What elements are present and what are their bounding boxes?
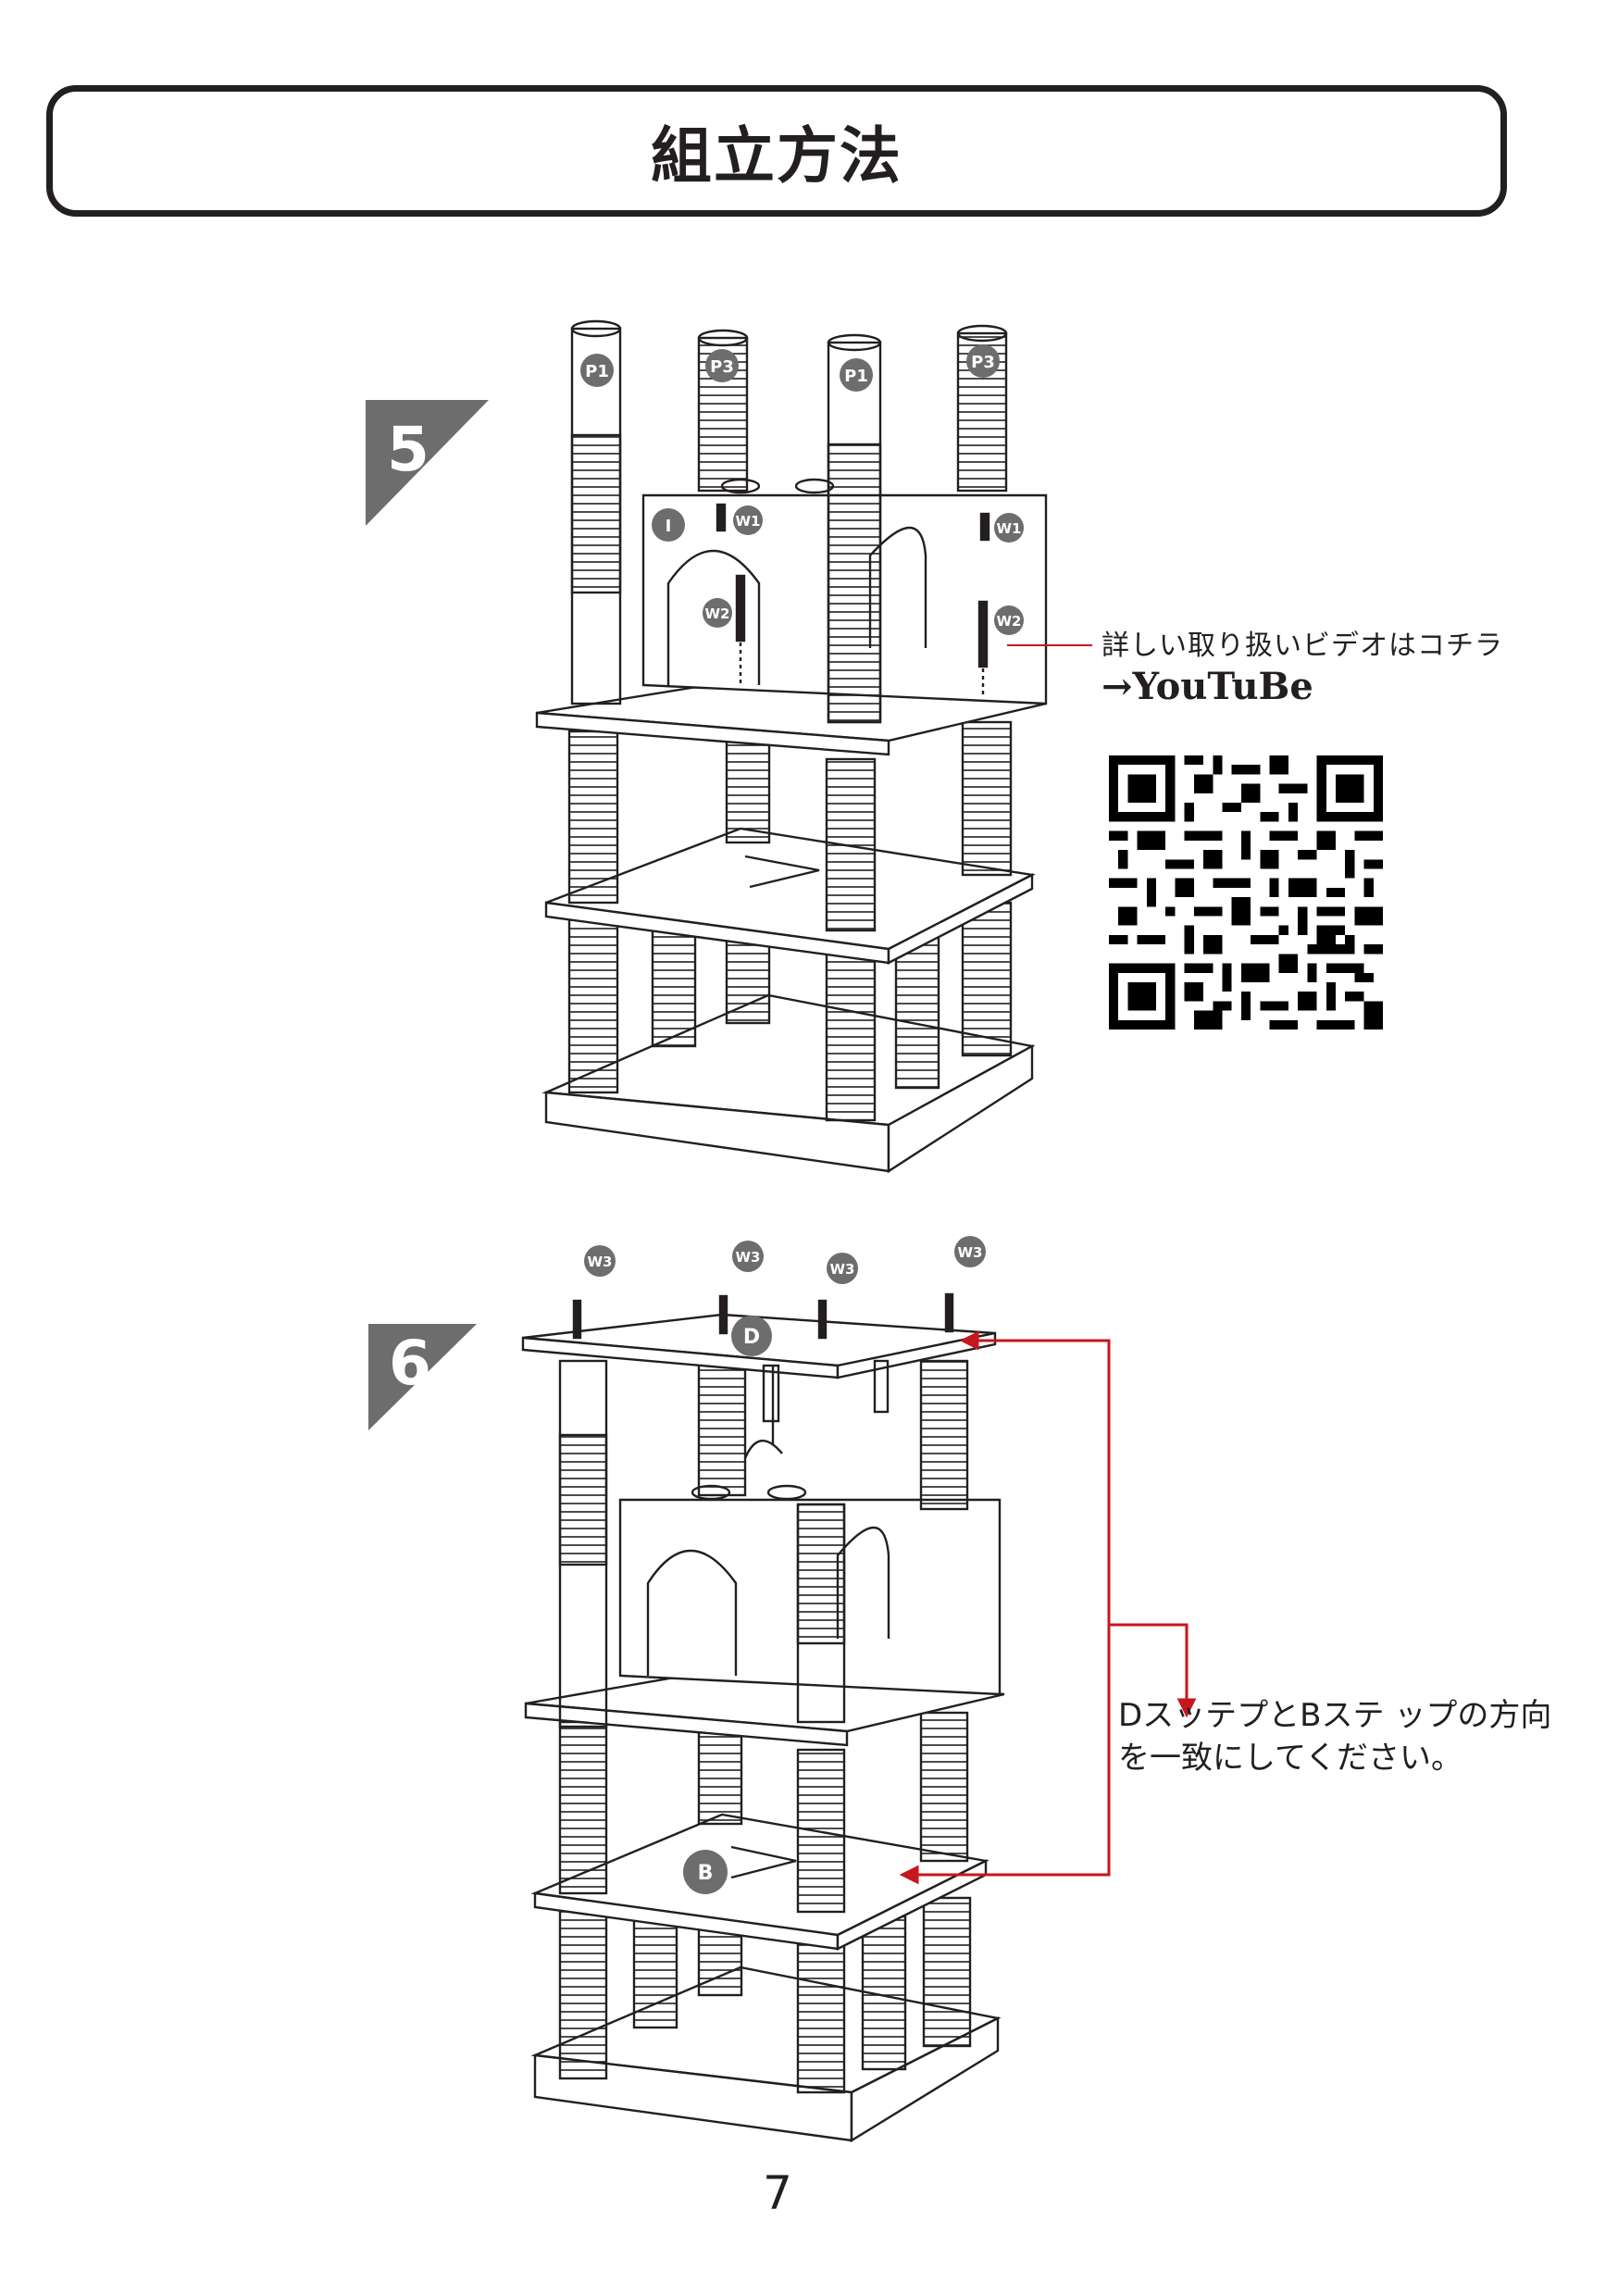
alignment-arrows	[899, 1330, 1197, 1885]
svg-text:P3: P3	[971, 353, 995, 372]
svg-text:W3: W3	[736, 1249, 761, 1266]
svg-text:W1: W1	[997, 520, 1022, 537]
video-note: 詳しい取り扱いビデオはコチラ	[1101, 630, 1503, 662]
step-6-badge: 6	[368, 1324, 477, 1430]
step-5-diagram	[535, 319, 1092, 1174]
step-6-diagram	[521, 1292, 1005, 2143]
step-6-number: 6	[389, 1328, 431, 1399]
label-w1-a	[733, 505, 763, 535]
label-p1-b	[840, 358, 873, 392]
label-p3-b	[966, 344, 1000, 378]
step6-part-labels: W3 W3 W3 W3 D B	[584, 1236, 986, 1894]
page-number: 7	[763, 2166, 792, 2220]
step5-lower-posts	[567, 901, 1013, 1122]
direction-note-line1: DスッテプとBステ ップの方向	[1118, 1697, 1552, 1734]
svg-text:P3: P3	[710, 357, 734, 377]
label-w2-b	[994, 605, 1024, 635]
page-title: 組立方法	[651, 120, 902, 192]
label-w3-b	[732, 1241, 764, 1272]
svg-text:D: D	[743, 1326, 760, 1349]
label-w2-a	[703, 598, 732, 628]
svg-text:W3: W3	[588, 1254, 613, 1270]
svg-text:W3: W3	[830, 1261, 855, 1278]
svg-text:I: I	[666, 517, 672, 536]
youtube-link[interactable]: →YouTuBe	[1101, 665, 1313, 708]
label-w3-d	[954, 1236, 986, 1267]
step5-middle-posts	[567, 711, 1013, 932]
svg-text:P1: P1	[585, 362, 609, 381]
label-i	[652, 508, 685, 542]
step6-upper-posts	[558, 1354, 969, 1728]
svg-text:W3: W3	[958, 1244, 983, 1261]
svg-text:B: B	[698, 1862, 714, 1885]
svg-text:W2: W2	[705, 605, 730, 622]
label-d	[731, 1316, 772, 1356]
qr-code[interactable]	[1109, 755, 1383, 1029]
direction-note-line2: を一致にしてください。	[1118, 1740, 1462, 1777]
svg-text:W2: W2	[997, 613, 1022, 630]
step-5-badge: 5	[366, 400, 489, 526]
step5-top-posts	[570, 319, 1008, 724]
label-w1-b	[994, 513, 1024, 543]
direction-note: DスッテプとBステ ップの方向 を一致にしてください。	[1118, 1694, 1581, 1779]
step5-part-labels: P1 P3 P1 P3 I W1 W1 W2 W2	[580, 344, 1024, 635]
label-w3-c	[827, 1253, 858, 1284]
label-p1-a	[580, 354, 614, 387]
label-w3-a	[584, 1245, 616, 1277]
label-p3-a	[705, 349, 739, 382]
step-5-number: 5	[387, 414, 429, 485]
label-b	[683, 1850, 728, 1894]
svg-text:P1: P1	[844, 367, 868, 386]
title-frame: 組立方法	[46, 85, 1507, 217]
svg-text:W1: W1	[736, 513, 761, 530]
